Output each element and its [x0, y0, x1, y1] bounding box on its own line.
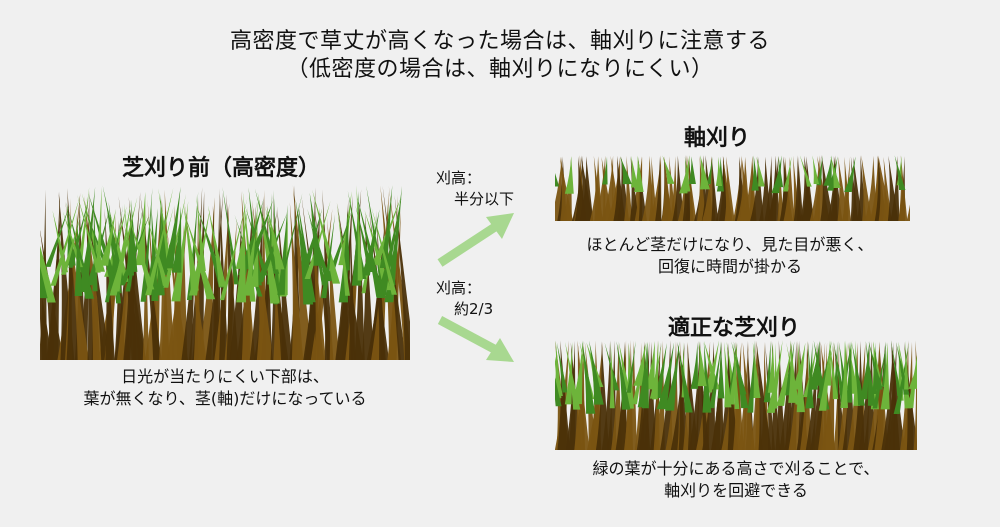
before-mowing-title: 芝刈り前（高密度）: [122, 156, 321, 181]
proper-mowing-caption: 緑の葉が十分にある高さで刈ることで、 軸刈りを回避できる: [540, 458, 932, 502]
grass-before-mowing-illustration: [40, 185, 410, 360]
grass-properly-mowed-illustration: [555, 340, 917, 450]
scalping-caption-line-2: 回復に時間が掛かる: [657, 257, 802, 276]
lower-arrow-label-line-2: 約2/3: [454, 300, 494, 318]
scalping-caption-line-1: ほとんど茎だけになり、見た目が悪く、: [586, 235, 874, 254]
proper-mowing-title: 適正な芝刈り: [668, 316, 801, 341]
header-line-2: （低密度の場合は、軸刈りになりにくい）: [286, 57, 714, 82]
header-line-1: 高密度で草丈が高くなった場合は、軸刈りに注意する: [229, 29, 770, 54]
before-caption-line-2: 葉が無くなり、茎(軸)だけになっている: [83, 389, 367, 408]
before-mowing-caption: 日光が当たりにくい下部は、 葉が無くなり、茎(軸)だけになっている: [40, 366, 410, 410]
upper-arrow: [437, 213, 514, 267]
upper-arrow-label: 刈高： 半分以下: [436, 168, 514, 210]
scalping-caption: ほとんど茎だけになり、見た目が悪く、 回復に時間が掛かる: [540, 234, 920, 278]
lower-arrow-label-line-1: 刈高：: [436, 279, 482, 297]
lower-arrow: [437, 316, 514, 362]
diagram-header: 高密度で草丈が高くなった場合は、軸刈りに注意する （低密度の場合は、軸刈りになり…: [0, 28, 1000, 84]
grass-scalped-illustration: [555, 155, 910, 221]
proper-caption-line-2: 軸刈りを回避できる: [664, 481, 808, 500]
upper-arrow-label-line-1: 刈高：: [436, 169, 482, 187]
upper-arrow-label-line-2: 半分以下: [454, 190, 515, 208]
scalping-title: 軸刈り: [684, 126, 751, 151]
before-caption-line-1: 日光が当たりにくい下部は、: [121, 367, 329, 386]
proper-caption-line-1: 緑の葉が十分にある高さで刈ることで、: [592, 459, 880, 478]
lower-arrow-label: 刈高： 約2/3: [436, 278, 493, 320]
